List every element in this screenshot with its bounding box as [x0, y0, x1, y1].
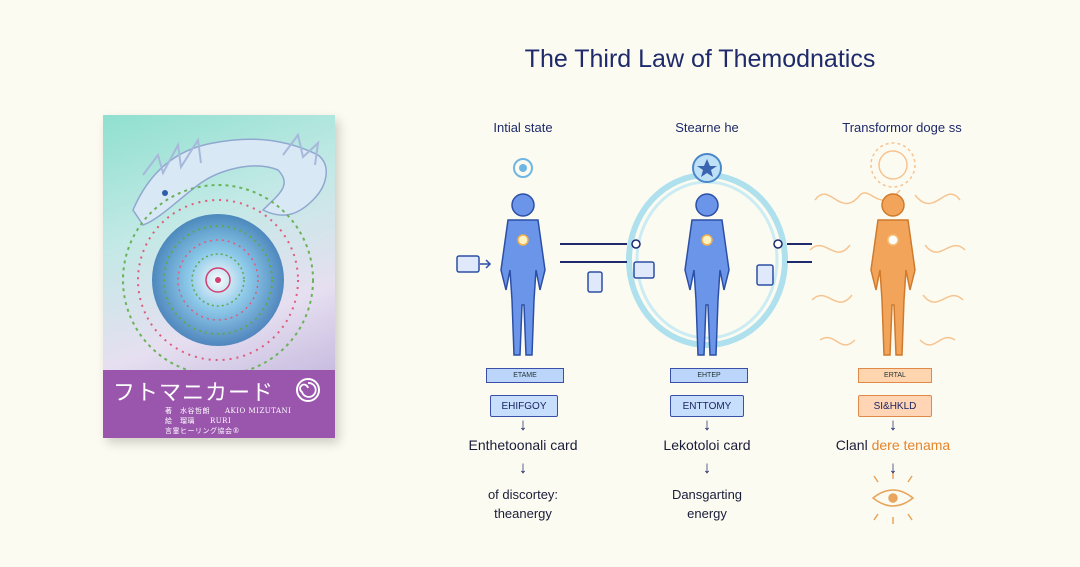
equals-connector-icon — [560, 243, 812, 263]
diagram-title: The Third Law of Themodnatics — [524, 45, 876, 73]
stage-tag-intermediate: EHTEP — [670, 368, 748, 383]
arrow-down-icon: ↓ — [888, 415, 898, 434]
arrow-down-icon: ↓ — [518, 458, 528, 477]
human-figure-transformed-icon — [870, 193, 916, 356]
energy-orb-icon — [513, 158, 533, 178]
stage-label-initial: Intial state — [493, 120, 553, 135]
card-icon-middle — [587, 271, 603, 293]
stage-box-initial: EHIFGOY — [490, 395, 558, 417]
stage-tag-transform: ERTAL — [858, 368, 932, 383]
book-cover: フトマニカード 著 水谷哲朗 AKIO MIZUTANI 絵 瑠璃 RURI 言… — [103, 115, 335, 438]
spiral-logo-icon — [296, 378, 320, 402]
eye-icon — [871, 472, 915, 524]
stage-label-intermediate: Stearne he — [675, 120, 739, 135]
human-figure-intermediate-icon — [684, 193, 730, 356]
stage-tag-initial: ETAME — [486, 368, 564, 383]
book-title-band — [103, 370, 335, 438]
stage-box-intermediate: ENTTOMY — [670, 395, 744, 417]
arrow-down-icon: ↓ — [888, 458, 898, 477]
arrow-down-icon: ↓ — [702, 415, 712, 434]
book-publisher-line: 言霊ヒーリング協会® — [165, 427, 240, 435]
human-figure-initial-icon — [500, 193, 546, 356]
book-illustrator-line: 絵 瑠璃 RURI — [165, 417, 232, 425]
book-title: フトマニカード — [113, 381, 275, 406]
stage-text-transform: Clanl dere tenama — [835, 437, 951, 453]
book-author-line: 著 水谷哲朗 AKIO MIZUTANI — [165, 407, 292, 415]
arrow-down-icon: ↓ — [702, 458, 712, 477]
card-icon-right-b — [756, 264, 774, 286]
stage-text-initial: Enthetoonali card — [468, 437, 578, 453]
arrow-down-icon: ↓ — [518, 415, 528, 434]
card-icon-right-a — [633, 261, 655, 279]
stage-label-transform: Transformor doge ss — [842, 120, 962, 135]
stage-text-intermediate: Lekotoloi card — [663, 437, 751, 453]
stage-outcome-initial: of discortey:theanergy — [487, 487, 559, 521]
card-icon-left — [456, 255, 480, 273]
book-cover-artwork — [103, 115, 335, 376]
stage-box-transform: SI&HKLD — [858, 395, 932, 417]
